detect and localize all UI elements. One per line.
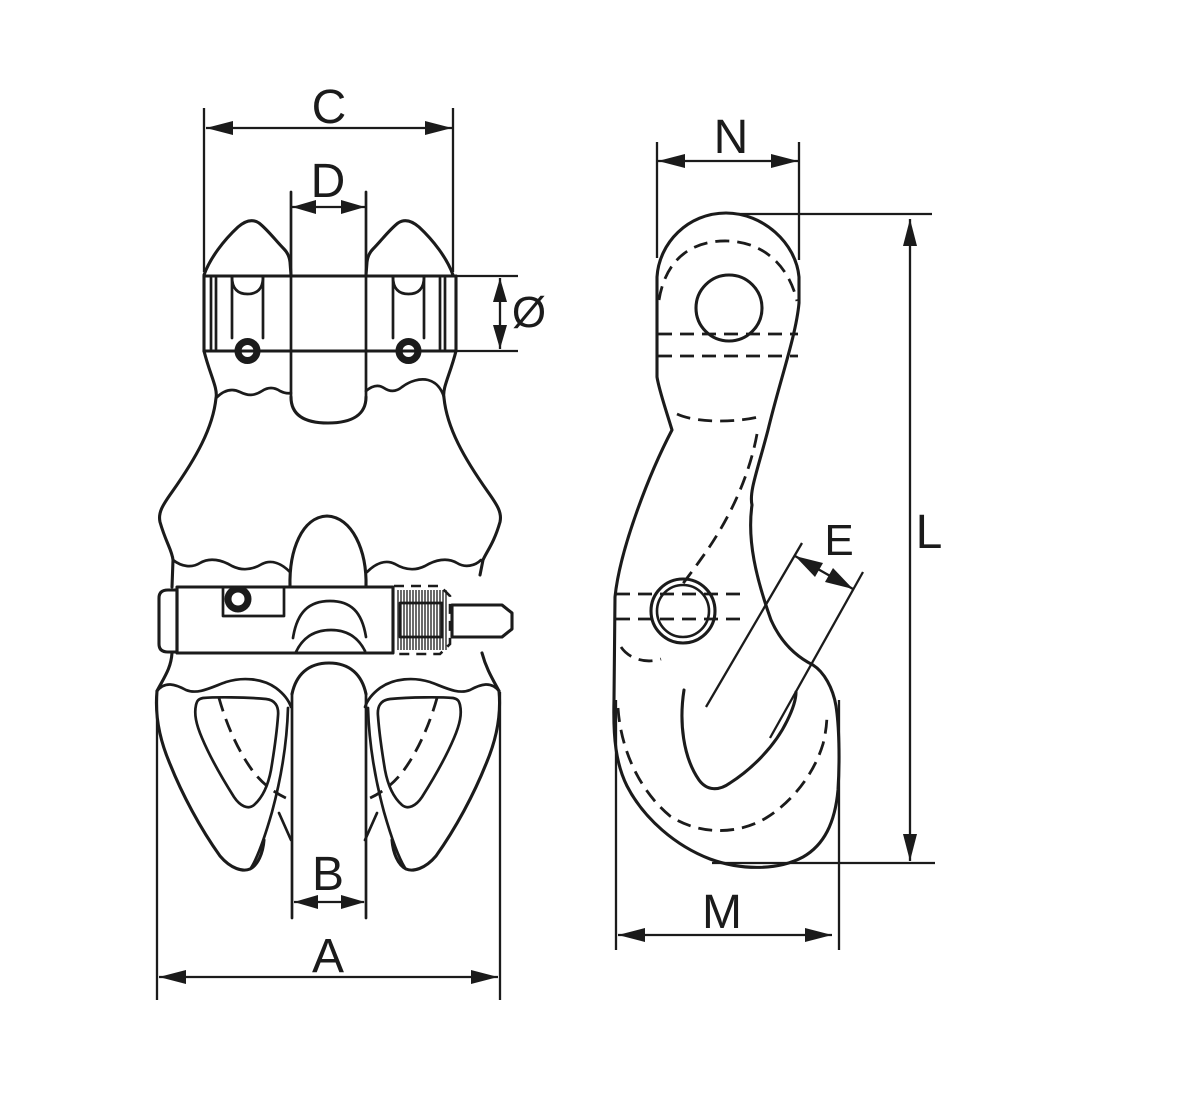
- pin-step-notch: [221, 585, 286, 618]
- clevis-right-hump: [364, 219, 455, 277]
- right-jaw-pocket: [376, 695, 463, 809]
- front-view: [154, 190, 514, 920]
- left-pin-ring: [234, 338, 261, 364]
- eye-hole: [694, 273, 764, 343]
- pin-hole-ring: [224, 585, 252, 613]
- side-view: [612, 211, 841, 869]
- dim-label-c: C: [312, 81, 347, 134]
- hook-outline: [612, 211, 841, 869]
- dimension-m: M: [614, 700, 841, 950]
- neck-hidden-curve: [676, 412, 763, 423]
- right-jaw-hidden-arc: [362, 697, 439, 803]
- dim-label-m: M: [702, 886, 742, 939]
- bowl-slot: [680, 688, 798, 791]
- left-jaw-hidden-arc: [217, 697, 294, 803]
- thread-hatching: [397, 590, 447, 650]
- lower-jaws: [154, 677, 502, 872]
- dimension-e: E: [705, 516, 865, 739]
- dim-label-n: N: [714, 111, 749, 164]
- dim-label-b: B: [312, 848, 344, 901]
- boss-hidden-arc: [619, 646, 662, 663]
- dimension-b: B: [294, 848, 365, 909]
- clevis-pin-band: [202, 274, 458, 364]
- right-pin-ring: [395, 338, 422, 364]
- cross-pin-assembly: [157, 584, 514, 656]
- head-hidden-arc: [657, 239, 799, 302]
- chain-seat-arc-1: [291, 599, 368, 640]
- dimension-c: C: [202, 81, 455, 272]
- dimension-n: N: [655, 111, 801, 260]
- dimension-a: A: [155, 692, 502, 1000]
- lower-tongue: [290, 661, 368, 920]
- dimension-l: L: [712, 212, 943, 865]
- dim-label-a: A: [312, 930, 344, 983]
- pin-hole-circle: [655, 583, 711, 639]
- dim-label-diameter: Ø: [512, 288, 546, 337]
- left-jaw-pocket: [193, 695, 280, 809]
- clevis-left-hump: [202, 219, 293, 277]
- dim-label-d: D: [311, 155, 346, 208]
- thread-core: [398, 601, 444, 639]
- upper-chain-slot: [289, 190, 368, 425]
- dim-label-l: L: [916, 506, 943, 559]
- pin-cap: [157, 588, 179, 654]
- dim-label-e: E: [824, 516, 853, 565]
- pin-bar: [175, 585, 395, 655]
- chain-seat-arc-2: [294, 628, 367, 654]
- bowl-hidden-curve: [616, 707, 829, 832]
- pin-threaded-tip: [450, 603, 514, 639]
- dimension-diameter: Ø: [456, 274, 546, 353]
- pin-boss-circle: [649, 577, 717, 645]
- pocket-hidden-curve: [680, 433, 759, 586]
- dimension-d: D: [292, 155, 365, 214]
- thread-hidden-outline: [394, 584, 452, 656]
